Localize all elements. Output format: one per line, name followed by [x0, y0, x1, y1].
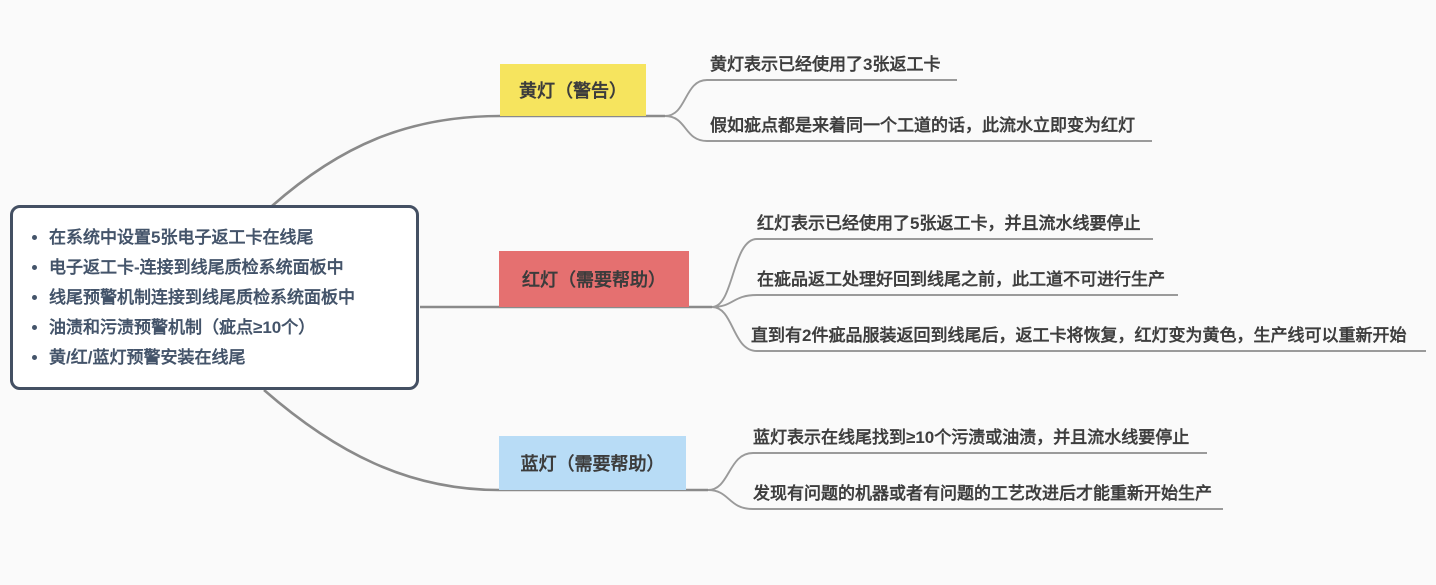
- root-topic-item: 电子返工卡-连接到线尾质检系统面板中: [49, 253, 355, 283]
- connector-root-blue: [263, 389, 708, 492]
- leaf-topic-red-3[interactable]: 直到有2件疵品服装返回到线尾后，返工卡将恢复，红灯变为黄色，生产线可以重新开始: [751, 326, 1407, 345]
- connector-red-leaf-3: [711, 306, 1426, 352]
- leaf-topic-blue-1[interactable]: 蓝灯表示在线尾找到≥10个污渍或油渍，并且流水线要停止: [753, 428, 1190, 447]
- connector-yellow-leaf-2: [664, 115, 1152, 142]
- root-topic[interactable]: 在系统中设置5张电子返工卡在线尾 电子返工卡-连接到线尾质检系统面板中 线尾预警…: [10, 205, 419, 390]
- leaf-topic-blue-2[interactable]: 发现有问题的机器或者有问题的工艺改进后才能重新开始生产: [753, 484, 1212, 503]
- leaf-topic-yellow-1[interactable]: 黄灯表示已经使用了3张返工卡: [710, 55, 941, 74]
- connector-yellow-leaf-1: [664, 79, 957, 117]
- root-topic-item: 在系统中设置5张电子返工卡在线尾: [49, 223, 355, 253]
- connector-blue-leaf-2: [707, 489, 1223, 510]
- branch-topic-red-light[interactable]: 红灯（需要帮助）: [499, 251, 689, 307]
- branch-topic-blue-light[interactable]: 蓝灯（需要帮助）: [499, 436, 686, 490]
- root-topic-item: 油渍和污渍预警机制（疵点≥10个）: [49, 313, 355, 343]
- leaf-topic-red-1[interactable]: 红灯表示已经使用了5张返工卡，并且流水线要停止: [757, 214, 1141, 233]
- root-topic-list: 在系统中设置5张电子返工卡在线尾 电子返工卡-连接到线尾质检系统面板中 线尾预警…: [13, 223, 361, 373]
- leaf-topic-yellow-2[interactable]: 假如疵点都是来着同一个工道的话，此流水立即变为红灯: [710, 116, 1135, 135]
- leaf-topic-red-2[interactable]: 在疵品返工处理好回到线尾之前，此工道不可进行生产: [757, 270, 1165, 289]
- connector-red-leaf-1: [711, 238, 1153, 308]
- root-topic-item: 黄/红/蓝灯预警安装在线尾: [49, 343, 355, 373]
- branch-topic-yellow-light[interactable]: 黄灯（警告）: [500, 64, 646, 116]
- connector-root-yellow: [271, 114, 665, 207]
- connector-blue-leaf-1: [707, 452, 1207, 491]
- root-topic-item: 线尾预警机制连接到线尾质检系统面板中: [49, 283, 355, 313]
- connector-red-leaf-2: [711, 294, 1178, 308]
